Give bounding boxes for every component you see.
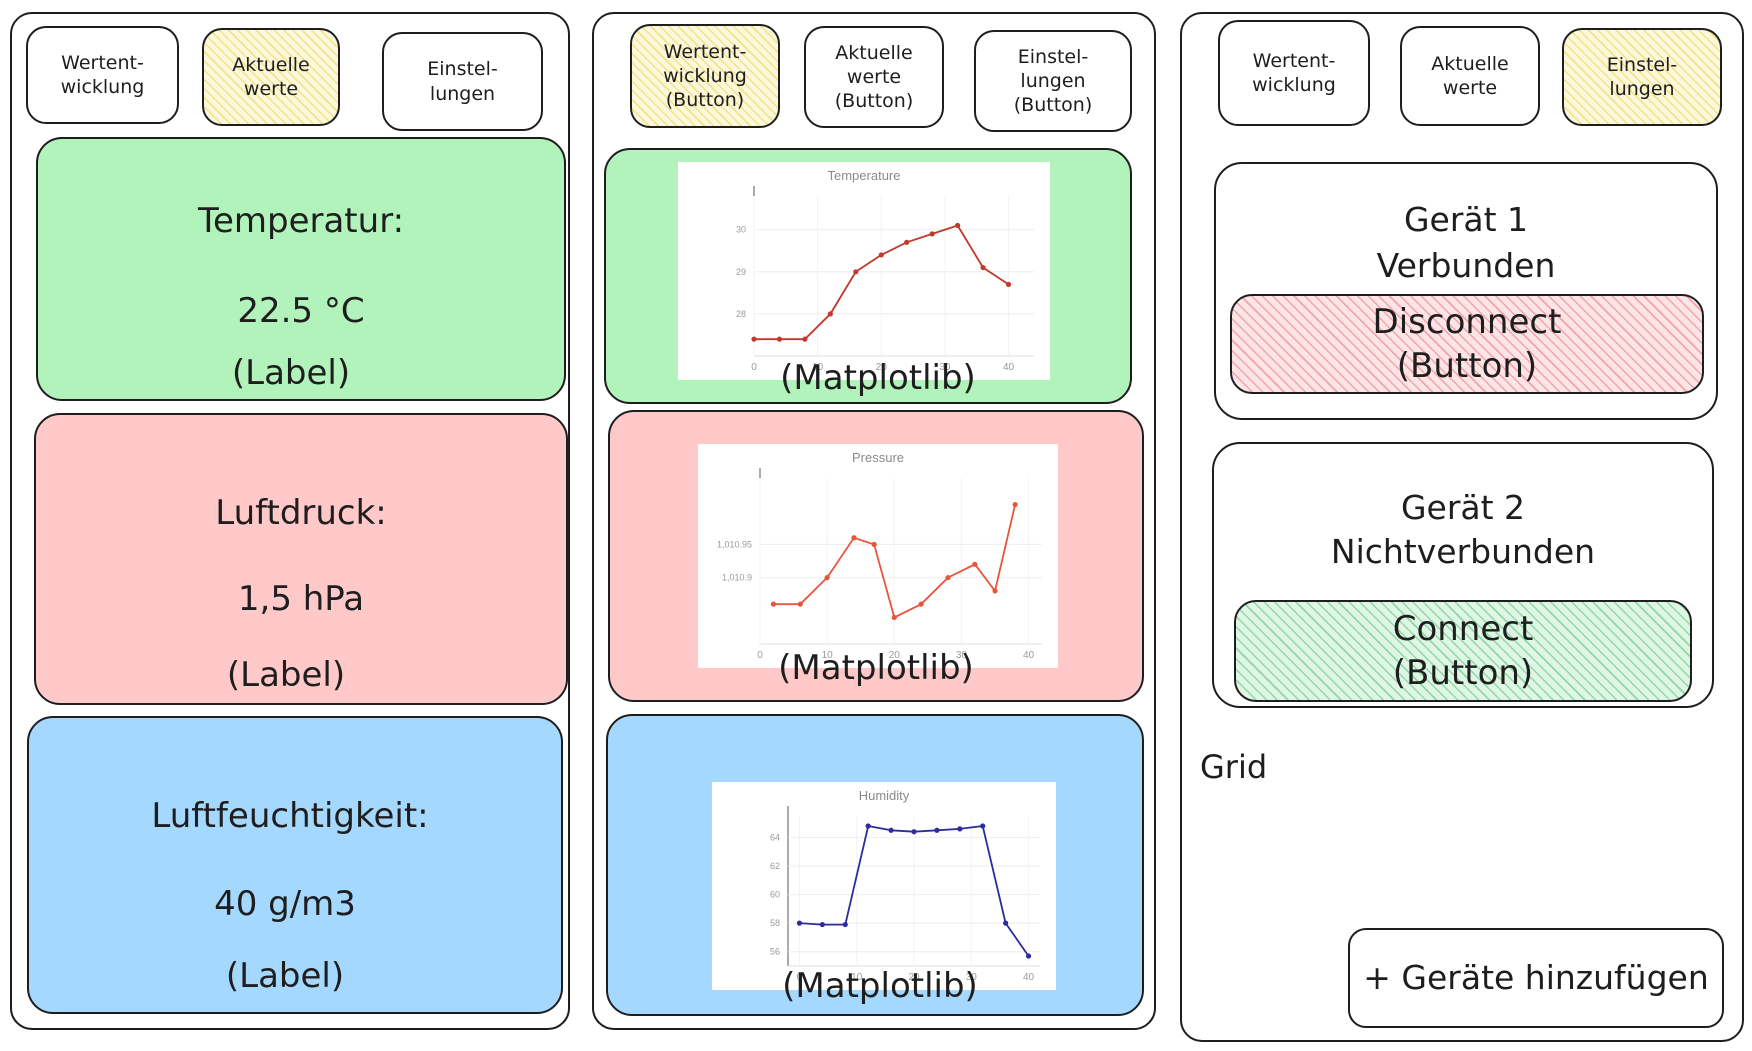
chart-title: Pressure xyxy=(852,450,904,465)
humidity-label-note: (Label) xyxy=(225,956,345,996)
data-point xyxy=(851,535,857,541)
nav-button-aktuelle-werte[interactable]: Aktuelle werte (Button) xyxy=(804,26,944,128)
add-device-button[interactable]: + Geräte hinzufügen xyxy=(1348,928,1724,1028)
chart-title: Humidity xyxy=(859,788,910,803)
temperature-chart: Temperature 28 29 30 0 10 20 30 40 xyxy=(678,162,1050,380)
data-point xyxy=(796,920,803,926)
data-point xyxy=(878,252,884,258)
data-point xyxy=(865,823,871,829)
y-tick-label: 56 xyxy=(770,947,780,957)
temperature-label-note: (Label) xyxy=(231,353,351,393)
data-point xyxy=(1012,501,1018,508)
x-tick-label: 40 xyxy=(1003,362,1015,373)
device-1-status: Verbunden xyxy=(1376,246,1556,285)
nav-button-einstellungen[interactable]: Einstel- lungen (Button) xyxy=(974,30,1132,132)
x-tick-label: 10 xyxy=(851,972,863,983)
data-point xyxy=(842,921,848,928)
data-point xyxy=(770,601,777,607)
data-point xyxy=(972,561,978,567)
data-point xyxy=(904,239,910,245)
pressure-title: Luftdruck: xyxy=(215,493,387,533)
pressure-plot-panel: Pressure 1,010.95 1,010.9 0 10 20 30 40 (Matplo… xyxy=(608,410,1144,702)
data-point xyxy=(1025,953,1032,959)
data-point xyxy=(802,336,808,342)
temperature-plot-note: (Matplotlib) xyxy=(780,358,976,398)
data-point xyxy=(824,575,830,581)
y-tick-label: 1,010.95 xyxy=(717,539,752,549)
data-point xyxy=(955,222,961,229)
data-point xyxy=(918,601,924,607)
x-tick-label: 20 xyxy=(908,972,920,983)
nav-button-einstellungen[interactable]: Einstel- lungen xyxy=(382,32,543,131)
x-tick-label: 10 xyxy=(822,650,834,661)
humidity-chart: Humidity 56 58 60 62 64 0 10 20 30 40 xyxy=(712,782,1056,990)
x-tick-label: 40 xyxy=(1023,972,1035,983)
pressure-chart: Pressure 1,010.95 1,010.9 0 10 20 30 40 xyxy=(698,444,1058,668)
humidity-plot-panel: Humidity 56 58 60 62 64 0 10 20 30 40 (Matplotlib) xyxy=(606,714,1144,1016)
device-2-name: Gerät 2 xyxy=(1400,488,1526,527)
pressure-label-note: (Label) xyxy=(226,655,346,695)
y-tick-label: 28 xyxy=(736,309,746,319)
device-2-status: Nichtverbunden xyxy=(1330,532,1596,571)
x-tick-label: 20 xyxy=(876,362,888,373)
data-point xyxy=(888,827,894,833)
x-tick-label: 10 xyxy=(812,362,824,373)
nav-button-aktuelle-werte[interactable]: Aktuelle werte xyxy=(1400,26,1540,126)
x-tick-label: 0 xyxy=(751,362,757,373)
data-point xyxy=(819,921,825,928)
pressure-panel: Luftdruck: 1,5 hPa (Label) xyxy=(34,413,568,705)
data-point xyxy=(1003,920,1009,926)
temperature-plot-panel: Temperature 28 29 30 0 10 20 30 40 (Matplotlib) xyxy=(604,148,1132,404)
humidity-plot-note: (Matplotlib) xyxy=(782,966,978,1006)
disconnect-button[interactable]: Disconnect (Button) xyxy=(1230,294,1704,394)
pressure-plot-note: (Matplotlib) xyxy=(778,648,974,688)
x-tick-label: 0 xyxy=(797,972,803,983)
nav-button-wertentwicklung[interactable]: Wertent- wicklung xyxy=(1218,20,1370,126)
nav-button-aktuelle-werte[interactable]: Aktuelle werte xyxy=(202,28,340,126)
data-point xyxy=(980,823,986,829)
data-point xyxy=(1005,281,1012,288)
data-point xyxy=(776,336,783,342)
y-tick-label: 30 xyxy=(736,225,746,235)
humidity-value: 40 g/m3 xyxy=(214,884,356,924)
temperature-panel: Temperatur: 22.5 °C (Label) xyxy=(36,137,566,401)
x-tick-label: 40 xyxy=(1023,650,1035,661)
data-point xyxy=(957,826,963,832)
nav-button-wertentwicklung[interactable]: Wertent- wicklung (Button) xyxy=(630,24,780,128)
y-tick-label: 64 xyxy=(770,832,780,842)
connect-button[interactable]: Connect (Button) xyxy=(1234,600,1692,702)
y-tick-label: 60 xyxy=(770,890,780,900)
data-point xyxy=(751,336,757,342)
data-point xyxy=(934,827,940,833)
nav-button-wertentwicklung[interactable]: Werte­nt- wicklung xyxy=(26,26,179,124)
data-point xyxy=(992,588,998,594)
x-tick-label: 0 xyxy=(757,650,763,661)
data-point xyxy=(980,264,986,271)
data-point xyxy=(891,614,897,621)
y-tick-label: 62 xyxy=(770,861,780,871)
temperature-value: 22.5 °C xyxy=(237,291,365,331)
y-tick-label: 58 xyxy=(770,918,780,928)
y-tick-label: 1,010.9 xyxy=(722,573,752,583)
data-point xyxy=(871,541,877,547)
data-point xyxy=(945,575,951,581)
nav-button-einstellungen[interactable]: Einstel- lungen xyxy=(1562,28,1722,126)
humidity-title: Luftfeuchtigkeit: xyxy=(151,796,429,836)
data-point xyxy=(911,829,917,835)
x-tick-label: 30 xyxy=(966,972,978,983)
data-point xyxy=(827,311,833,317)
y-tick-label: 29 xyxy=(736,267,746,277)
x-tick-label: 20 xyxy=(889,650,901,661)
temperature-title: Temperatur: xyxy=(197,201,405,241)
chart-title: Temperature xyxy=(828,168,901,183)
x-tick-label: 30 xyxy=(939,362,951,373)
data-point xyxy=(853,269,859,275)
grid-label: Grid xyxy=(1200,748,1268,786)
humidity-panel: Luftfeuchtigkeit: 40 g/m3 (Label) xyxy=(27,716,563,1014)
x-tick-label: 30 xyxy=(956,650,968,661)
data-point xyxy=(797,601,803,607)
pressure-value: 1,5 hPa xyxy=(237,579,365,619)
data-point xyxy=(929,231,935,237)
device-1-name: Gerät 1 xyxy=(1403,200,1529,239)
